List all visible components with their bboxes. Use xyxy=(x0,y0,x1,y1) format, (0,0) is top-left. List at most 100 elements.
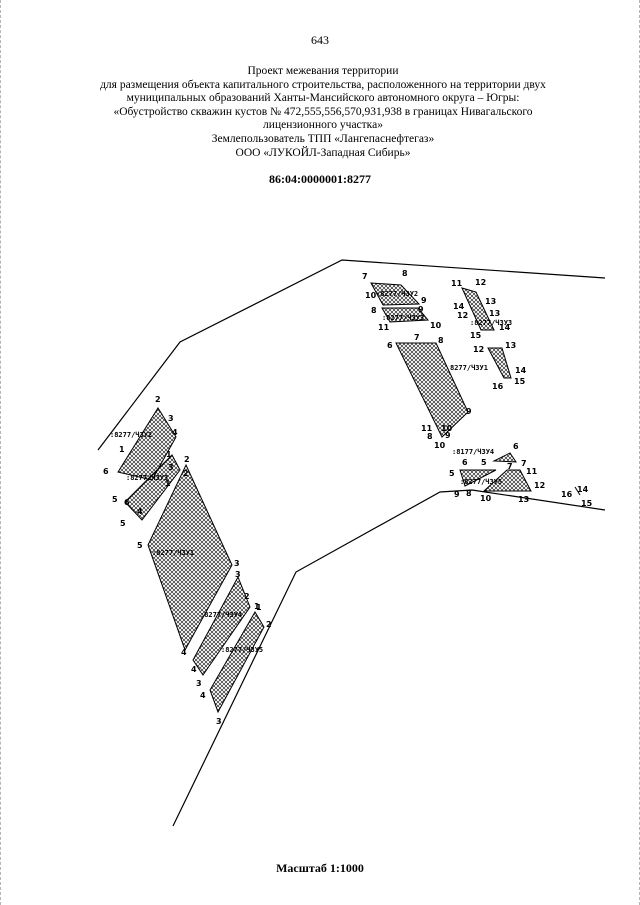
vertex-label: 1 xyxy=(166,450,172,459)
vertex-label: 8 xyxy=(438,336,444,345)
parcel-chzu1-left: :8277/ЧЗУ1 1 2 3 4 5 xyxy=(137,455,240,657)
parcel-chzu3-right-2: :8277/ЧЗУ3 11 12 13 14 15 xyxy=(451,278,512,340)
vertex-label: 6 xyxy=(513,442,519,451)
vertex-label: 11 xyxy=(451,279,463,288)
vertex-label: 4 xyxy=(137,507,143,516)
parcel-label: :8277/ЧЗУ2 xyxy=(110,431,152,439)
vertex-label: 14 xyxy=(515,366,527,375)
vertex-label: 3 xyxy=(196,679,202,688)
parcel-chzu5-right: :8277/ЧЗУ5 6 7 8 9 10 11 12 13 14 15 16 xyxy=(454,458,593,508)
vertex-label: 11 xyxy=(526,467,538,476)
vertex-label: 10 xyxy=(434,441,446,450)
vertex-label: 15 xyxy=(470,331,482,340)
vertex-label: 9 xyxy=(421,296,427,305)
parcel-label: 8277/ЧЗУ1 xyxy=(450,364,488,372)
vertex-label: 14 xyxy=(577,485,589,494)
vertex-label: 13 xyxy=(489,309,500,318)
vertex-label: 3 xyxy=(235,570,241,579)
vertex-label: 6 xyxy=(462,458,468,467)
vertex-label: 10 xyxy=(480,494,492,503)
left-scan-edge xyxy=(0,0,4,905)
parcel-label: :8177/ЧЗУ4 xyxy=(452,448,494,456)
header-line: для размещения объекта капитального стро… xyxy=(100,78,546,91)
vertex-label: 2 xyxy=(266,620,272,629)
vertex-label: 12 xyxy=(534,481,545,490)
vertex-label: 12 xyxy=(457,311,468,320)
vertex-label: 13 xyxy=(485,297,496,306)
vertex-label: 3 xyxy=(168,463,174,472)
parcel-label: :8277/ЧЗУ5 xyxy=(460,478,502,486)
vertex-label: 1 xyxy=(256,603,262,612)
vertex-label: 2 xyxy=(184,455,190,464)
cadastral-boundary-inner xyxy=(172,489,606,827)
vertex-label: 3 xyxy=(168,414,174,423)
vertex-label: 16 xyxy=(561,490,573,499)
parcel-chzu1-right: 8277/ЧЗУ1 6 7 8 9 10 11 12 13 14 15 16 xyxy=(387,333,527,438)
vertex-label: 2 xyxy=(155,395,161,404)
header-line: муниципальных образований Ханты-Мансийск… xyxy=(126,92,520,105)
header-line: лицензионного участка» xyxy=(263,119,383,132)
parcel-chzu3-right: :8277/ЧЗУ3 8 9 10 11 xyxy=(371,305,442,332)
vertex-label: 10 xyxy=(430,321,442,330)
vertex-label: 5 xyxy=(481,458,487,467)
vertex-label: 1 xyxy=(165,479,171,488)
vertex-label: 5 xyxy=(449,469,455,478)
vertex-label: 4 xyxy=(191,665,197,674)
vertex-label: 11 xyxy=(421,424,433,433)
parcel-chzu5-left: :8277/ЧЗУ5 1 2 3 4 xyxy=(200,603,272,726)
parcel-chzu4-left: :8277/ЧЗУ4 1 2 3 4 xyxy=(191,570,260,676)
vertex-label: 8 xyxy=(402,269,408,278)
parcel-label: :8277/ЧЗУ3 xyxy=(126,474,168,482)
vertex-label: 2 xyxy=(244,592,250,601)
parcel-label: :8277/ЧЗУ3 xyxy=(382,314,424,322)
vertex-label: 6 xyxy=(103,467,109,476)
vertex-label: 1 xyxy=(119,445,125,454)
vertex-label: 13 xyxy=(518,495,529,504)
vertex-label: 4 xyxy=(172,428,178,437)
parcel-label: :8277/ЧЗУ5 xyxy=(221,646,263,654)
vertex-label: 14 xyxy=(499,323,511,332)
vertex-label: 15 xyxy=(514,377,526,386)
vertex-label: 5 xyxy=(137,541,143,550)
vertex-label: 15 xyxy=(581,499,593,508)
vertex-label: 10 xyxy=(441,424,453,433)
vertex-label: 5 xyxy=(112,495,118,504)
vertex-label: 12 xyxy=(473,345,484,354)
header-landuser: Землепользователь ТПП «Лангепаснефтегаз» xyxy=(211,132,435,145)
page-number: 643 xyxy=(311,33,329,47)
vertex-label: 9 xyxy=(466,407,472,416)
header-company: ООО «ЛУКОЙЛ-Западная Сибирь» xyxy=(235,146,411,159)
vertex-label: 8 xyxy=(466,489,472,498)
cadastral-number: 86:04:0000001:8277 xyxy=(269,172,371,186)
vertex-label: 14 xyxy=(453,302,465,311)
vertex-label: 13 xyxy=(505,341,516,350)
parcel-label: :8277/ЧЗУ3 xyxy=(470,319,512,327)
vertex-label: 7 xyxy=(507,462,513,471)
vertex-label: 3 xyxy=(216,717,222,726)
vertex-label: 4 xyxy=(200,691,206,700)
vertex-label: 3 xyxy=(234,559,240,568)
vertex-label: 1 xyxy=(254,602,260,611)
parcel-chzu2-left: :8277/ЧЗУ2 1 2 3 4 5 6 xyxy=(103,395,178,504)
cadastral-boundary-outer xyxy=(97,259,606,451)
parcel-label: :8277/ЧЗУ4 xyxy=(200,611,242,619)
parcel-8177-chzu4: :8177/ЧЗУ4 5 6 7 xyxy=(452,442,519,471)
header-line: «Обустройство скважин кустов № 472,555,5… xyxy=(113,105,533,118)
parcel-chzu2-right: :8277/ЧЗУ2 7 8 9 10 xyxy=(362,269,427,306)
header-title: Проект межевания территории xyxy=(247,65,399,77)
vertex-label: 9 xyxy=(418,305,424,314)
vertex-label: 8 xyxy=(371,306,377,315)
document-header: Проект межевания территории для размещен… xyxy=(88,65,558,160)
vertex-label: 6 xyxy=(124,498,130,507)
vertex-label: 16 xyxy=(492,382,504,391)
vertex-label: 5 xyxy=(120,519,126,528)
vertex-label: 8 xyxy=(427,432,433,441)
vertex-label: 7 xyxy=(362,272,368,281)
vertex-label: 10 xyxy=(365,291,377,300)
scale-label: Масштаб 1:1000 xyxy=(276,861,364,875)
parcel-label: :8277/ЧЗУ2 xyxy=(376,290,418,298)
vertex-label: 4 xyxy=(181,648,187,657)
vertex-label: 9 xyxy=(454,490,460,499)
